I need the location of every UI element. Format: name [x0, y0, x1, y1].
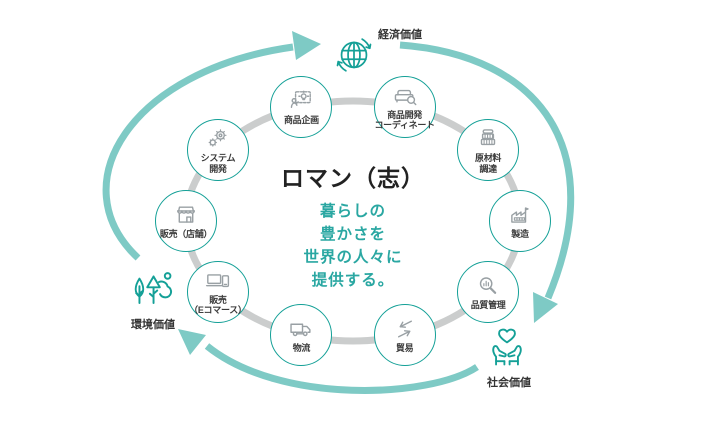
trade-arrows-icon: [392, 316, 418, 342]
sofa-search-icon: [392, 83, 418, 109]
center-subtitle-line: 世界の人々に: [303, 249, 403, 266]
cycle-node: 品質管理: [457, 260, 520, 323]
center-title: ロマン（志）: [281, 165, 425, 191]
center-subtitle-line: 暮らしの: [319, 203, 386, 220]
cycle-node-label: 商品企画: [283, 115, 319, 126]
ecommerce-icon: [205, 268, 231, 294]
environment-value-label: 環境価値: [131, 319, 175, 331]
cycle-arrowhead-left: [178, 329, 206, 355]
factory-icon: [507, 202, 533, 228]
cycle-node: システム開発: [186, 119, 249, 182]
materials-icon: [475, 126, 501, 152]
cycle-node-label: 貿易: [395, 343, 414, 354]
idea-presentation-icon: [288, 88, 314, 114]
cycle-arrow-arc-right: [399, 41, 575, 300]
cycle-node-label: 販売（店舗）: [159, 229, 213, 240]
store-icon: [173, 202, 199, 228]
cycle-node: 貿易: [373, 304, 436, 367]
cycle-node-label: 品質管理: [470, 299, 506, 310]
cycle-arrowhead-bottom-right: [533, 292, 558, 323]
cycle-node: 物流: [270, 304, 333, 367]
cycle-node-label: 原材料調達: [475, 153, 502, 174]
cycle-node-label: システム開発: [200, 153, 236, 174]
cycle-node-label: 製造: [511, 229, 529, 240]
cycle-arrowhead-top: [292, 31, 321, 60]
cycle-node: 原材料調達: [457, 119, 520, 182]
social-value-label: 社会価値: [487, 377, 531, 389]
economic-value-label: 経済価値: [378, 29, 422, 41]
magnifier-chart-icon: [475, 273, 501, 299]
cycle-arrow-arc-bottom: [204, 343, 479, 394]
cycle-node: 販売（Eコマース）: [186, 260, 249, 323]
trees-icon: [127, 264, 179, 316]
center-slogan: ロマン（志） 暮らしの 豊かさを 世界の人々に 提供する。: [233, 159, 473, 292]
globe-refresh-icon: [331, 31, 377, 77]
gears-icon: [205, 126, 231, 152]
cycle-node: 製造: [489, 190, 551, 252]
cycle-node: 販売（店舗）: [155, 190, 217, 252]
cycle-node-label: 商品開発コーディネート: [374, 109, 435, 131]
cycle-node: 商品開発コーディネート: [373, 75, 436, 138]
cycle-node: 商品企画: [270, 75, 333, 138]
cycle-node-label: 物流: [292, 343, 311, 354]
cycle-arrow-arc-left: [102, 43, 294, 261]
truck-icon: [288, 316, 314, 342]
hands-heart-icon: [482, 320, 532, 370]
center-subtitle-line: 豊かさを: [319, 226, 386, 243]
center-subtitle-line: 提供する。: [311, 272, 395, 289]
center-subtitle: 暮らしの 豊かさを 世界の人々に 提供する。: [233, 200, 473, 292]
cycle-node-label: 販売（Eコマース）: [189, 294, 247, 316]
